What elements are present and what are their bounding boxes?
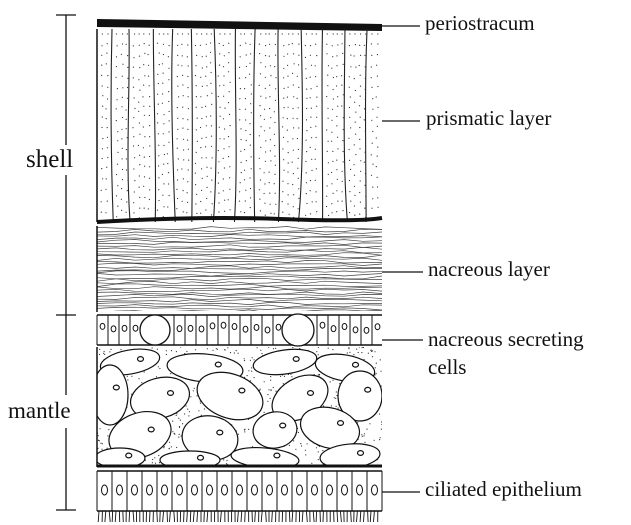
label-prismatic-layer: prismatic layer <box>426 108 551 129</box>
label-periostracum: periostracum <box>425 13 535 34</box>
nacreous-layer <box>97 227 382 313</box>
label-shell: shell <box>26 147 73 172</box>
label-nacreous-secreting-line1: nacreous secreting <box>428 327 584 351</box>
periostracum-layer <box>97 19 382 31</box>
nacreous-secreting-cells <box>97 314 382 346</box>
label-nacreous-secreting-cells: nacreous secreting cells <box>428 326 584 382</box>
label-nacreous-layer: nacreous layer <box>428 259 550 280</box>
label-ciliated-epithelium: ciliated epithelium <box>425 479 582 500</box>
mantle-tissue <box>92 345 383 471</box>
prismatic-layer <box>101 29 379 222</box>
label-mantle: mantle <box>8 399 71 422</box>
prismatic-boundary <box>97 218 382 222</box>
label-nacreous-secreting-line2: cells <box>428 355 466 379</box>
leader-lines <box>382 26 423 492</box>
ciliated-epithelium <box>97 471 382 522</box>
